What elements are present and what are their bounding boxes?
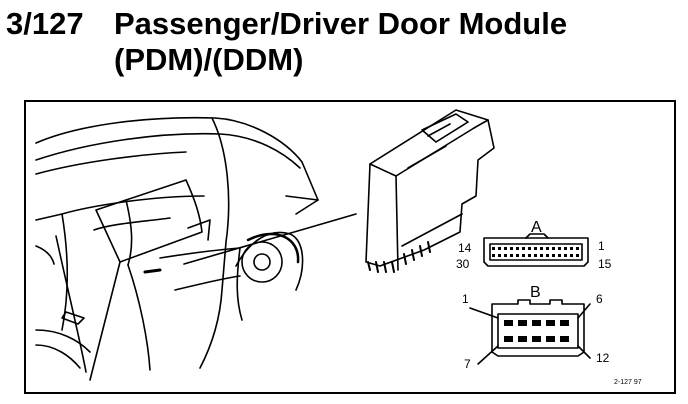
connector-b-pin-1: 1	[462, 292, 469, 306]
connector-a-pin-cell	[534, 254, 537, 257]
connector-a-pin-cell	[498, 247, 501, 250]
connector-a-pin-cell	[564, 254, 567, 257]
leader-line	[183, 213, 357, 265]
connector-a-label: A	[531, 219, 542, 236]
connector-b-pin-6: 6	[596, 292, 603, 306]
connector-a-pin-14: 14	[458, 241, 472, 255]
connector-a-pin-cell	[552, 247, 555, 250]
connector-a-pin-cell	[522, 254, 525, 257]
connector-a-pin-cell	[528, 247, 531, 250]
connector-a-pin-15: 15	[598, 257, 612, 271]
connector-a-pin-cell	[492, 247, 495, 250]
connector-a-pin-cell	[528, 254, 531, 257]
connector-a-pin-cell	[558, 247, 561, 250]
connector-a-pin-cell	[492, 254, 495, 257]
connector-a-pin-cell	[564, 247, 567, 250]
connector-a-pin-cell	[570, 247, 573, 250]
connector-b-pins	[504, 320, 569, 342]
illustration-frame	[24, 100, 676, 394]
connector-a-pin-cell	[558, 254, 561, 257]
connector-a-pin-cell	[516, 247, 519, 250]
connector-a-pin-cell	[570, 254, 573, 257]
connector-a-pin-cell	[576, 247, 579, 250]
connector-a-pin-1: 1	[598, 239, 605, 253]
connector-a-pin-30: 30	[456, 257, 470, 271]
connector-b-label: B	[530, 284, 541, 301]
connector-a-pin-cell	[540, 254, 543, 257]
car-illustration	[35, 116, 319, 381]
connector-a-pin-cell	[510, 247, 513, 250]
connector-a-pin-cell	[546, 247, 549, 250]
title-line-2: (PDM)/(DDM)	[114, 42, 304, 77]
connector-a	[483, 233, 589, 267]
connector-a-pin-cell	[504, 247, 507, 250]
door-module-illustration	[365, 109, 495, 273]
figure-title: Passenger/Driver Door Module (PDM)/(DDM)	[114, 6, 567, 78]
connector-b	[469, 299, 591, 365]
connector-a-pin-cell	[498, 254, 501, 257]
connector-b-pin-12: 12	[596, 351, 610, 365]
connector-a-pins	[492, 247, 579, 257]
connector-a-pin-cell	[534, 247, 537, 250]
connector-b-pin-7: 7	[464, 357, 471, 371]
connector-a-pin-cell	[522, 247, 525, 250]
connector-a-pin-cell	[504, 254, 507, 257]
connector-a-pin-cell	[510, 254, 513, 257]
connector-a-pin-cell	[546, 254, 549, 257]
connector-a-pin-cell	[576, 254, 579, 257]
connector-a-pin-cell	[552, 254, 555, 257]
figure-ref: 2-127 97	[614, 379, 642, 386]
connector-a-pin-cell	[516, 254, 519, 257]
figure-code: 3/127	[6, 6, 84, 41]
title-line-1: Passenger/Driver Door Module	[114, 6, 568, 41]
connector-a-pin-cell	[540, 247, 543, 250]
